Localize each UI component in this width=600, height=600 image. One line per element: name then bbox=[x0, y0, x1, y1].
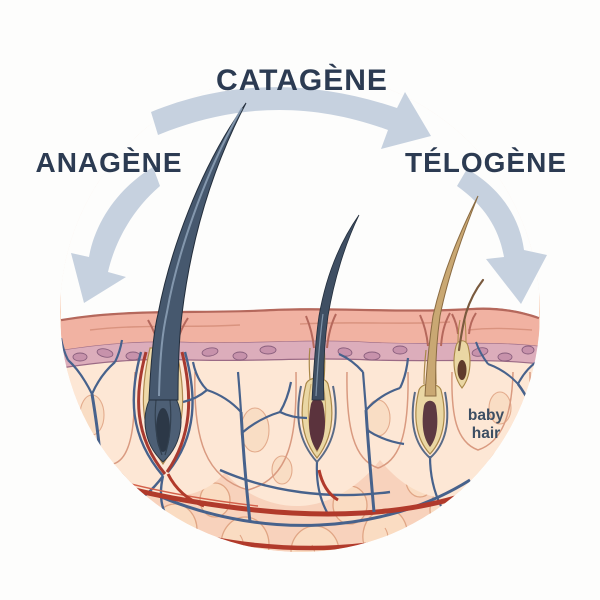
baby-hair-follicle bbox=[453, 319, 471, 389]
label-catagen: CATAGÈNE bbox=[216, 63, 388, 97]
vein-trees bbox=[60, 337, 540, 523]
granular-cells bbox=[72, 345, 535, 362]
arrow-to-anagen bbox=[71, 167, 160, 303]
arrow-catagen-to-telogen bbox=[151, 87, 431, 149]
catagen-bulb bbox=[309, 398, 325, 451]
anagen-hair bbox=[148, 102, 247, 401]
baby-hair-label-line1: baby bbox=[468, 407, 505, 424]
label-telogen: TÉLOGÈNE bbox=[405, 147, 567, 178]
baby-hair-bulb bbox=[457, 360, 467, 380]
telogen-club bbox=[422, 400, 438, 447]
catagen-hair-highlight bbox=[315, 313, 324, 397]
arrow-telogen-down bbox=[457, 169, 547, 304]
catagen-follicle bbox=[297, 347, 337, 463]
baby-hair bbox=[457, 278, 485, 352]
anagen-hair-highlight bbox=[158, 107, 243, 397]
cycle-arrows bbox=[71, 87, 547, 304]
telogen-hair bbox=[424, 195, 479, 397]
catagen-hair bbox=[311, 214, 360, 401]
hairs bbox=[148, 102, 485, 401]
baby-hair-label: baby hair bbox=[468, 407, 505, 442]
baby-hair-label-line2: hair bbox=[472, 425, 500, 442]
label-anagen: ANAGÈNE bbox=[35, 147, 182, 178]
